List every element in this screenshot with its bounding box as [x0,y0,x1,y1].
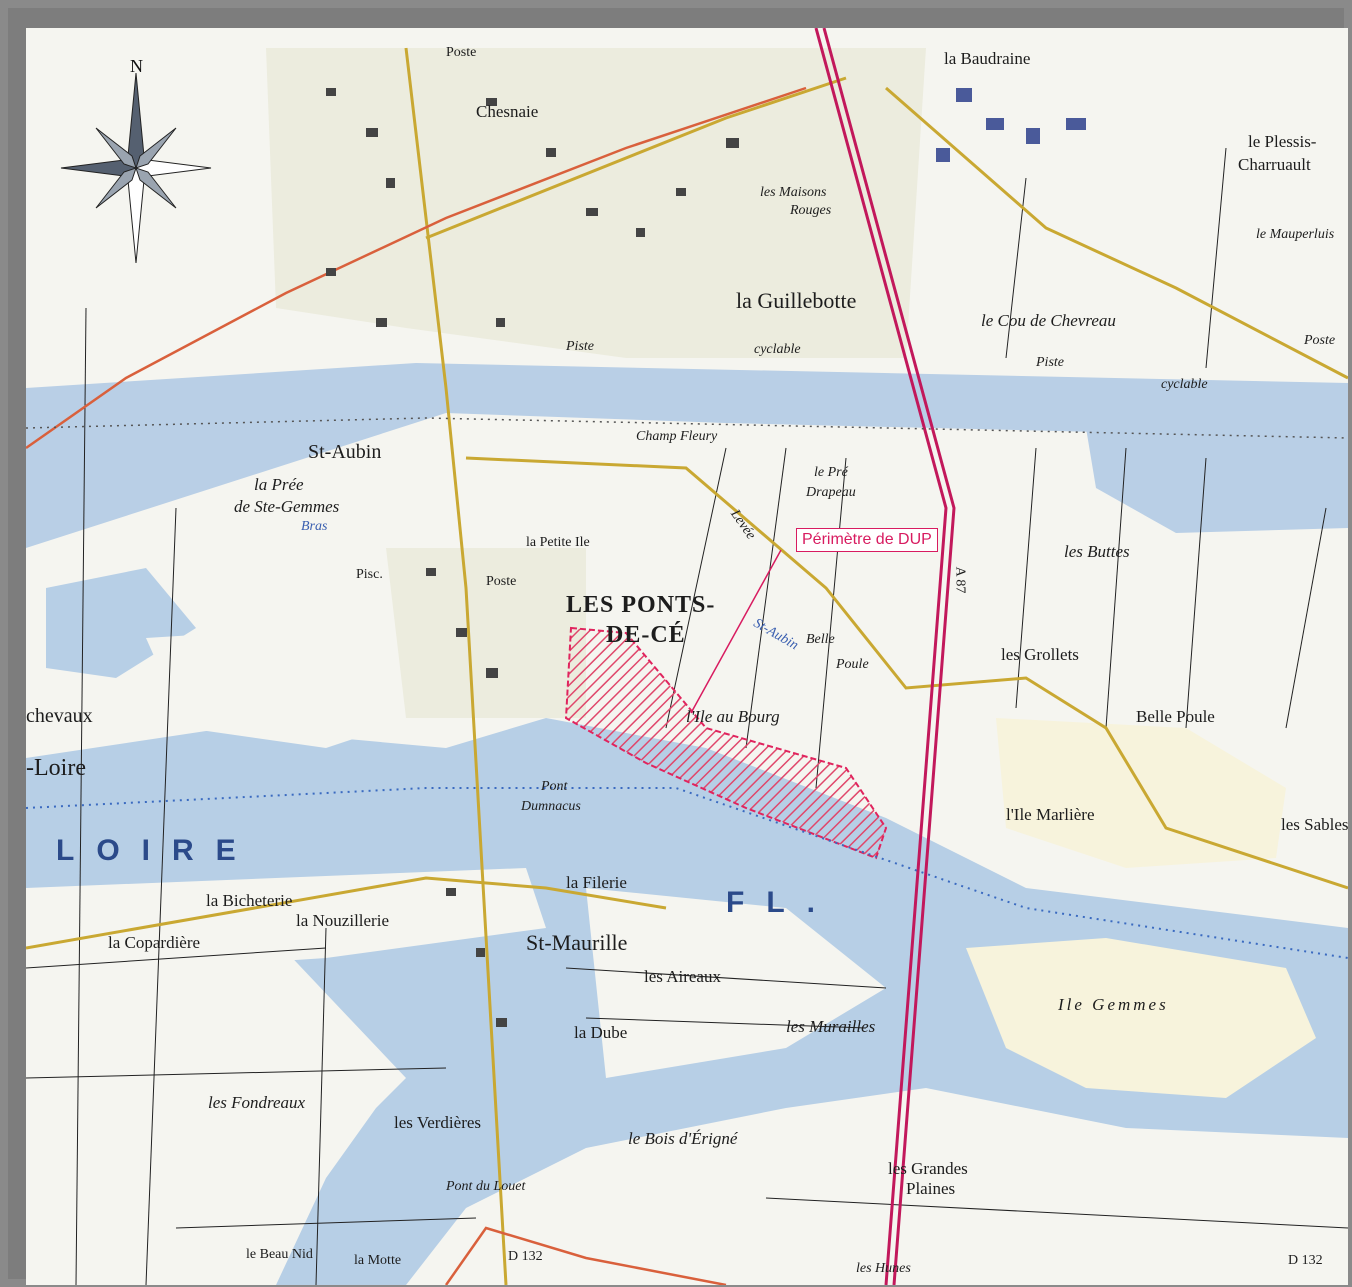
label-fondreaux: les Fondreaux [208,1093,306,1112]
label-ile-marliere: l'Ile Marlière [1006,805,1095,824]
label-loire-w: -Loire [26,755,86,781]
label-petite-ile: la Petite Ile [526,535,590,550]
label-ile-gemmes: Ile Gemmes [1058,995,1169,1014]
label-pree-2: de Ste-Gemmes [234,497,340,516]
label-murailles: les Murailles [786,1017,876,1036]
label-cyclable-2: cyclable [1161,377,1208,392]
label-les-hunes: les Hunes [856,1261,911,1276]
dup-perimeter [564,626,888,860]
label-aireaux: les Aireaux [644,967,721,986]
label-belle-1: Belle [806,632,835,647]
label-fl: FL. [726,886,837,919]
compass-rose-icon [60,72,212,264]
label-maisons: les Maisons [760,185,827,200]
map-base [26,28,1348,1285]
label-rouges: Rouges [790,203,832,218]
label-d132-a: D 132 [508,1249,543,1264]
ile-gemmes [966,938,1316,1098]
urban-area-ponts [386,548,586,718]
label-bicheterie: la Bicheterie [206,891,293,910]
label-dube: la Dube [574,1023,628,1042]
label-grandes-2: Plaines [906,1179,956,1198]
label-grollets: les Grollets [1001,645,1079,664]
label-filerie: la Filerie [566,873,627,892]
label-st-aubin: St-Aubin [308,441,382,463]
a87-motorway [814,28,956,1285]
label-chesnaie: Chesnaie [476,102,539,121]
label-les-sables: les Sables [1281,815,1348,834]
label-cyclable-1: cyclable [754,342,801,357]
label-st-maurille: St-Maurille [526,930,628,955]
label-piste-2: Piste [1036,355,1064,370]
compass-north-label: N [130,56,143,76]
label-baudraine: la Baudraine [944,49,1031,68]
label-loire-river: LOIRE [56,834,258,867]
label-chevaux: chevaux [26,705,93,727]
label-la-motte: la Motte [354,1253,402,1268]
label-pont-1: Pont [541,779,568,794]
label-ponts-1: LES PONTS- [566,592,716,618]
label-d132-b: D 132 [1288,1253,1323,1268]
label-champ-fleury: Champ Fleury [636,429,718,444]
label-grandes-1: les Grandes [888,1159,968,1178]
label-pont-louet: Pont du Louet [446,1179,526,1194]
dup-callout-leader [690,549,782,714]
label-bois-erigne: le Bois d'Érigné [628,1129,738,1148]
label-charruault: Charruault [1238,155,1311,174]
label-ile-bourg: l'Ile au Bourg [686,707,780,726]
label-ponts-2: DE-CÉ [606,622,686,648]
label-piste-1: Piste [566,339,594,354]
label-pre-2: Drapeau [806,485,856,500]
label-pre-1: le Pré [814,465,848,480]
label-guillebotte: la Guillebotte [736,288,857,313]
canal-band [26,363,1348,548]
dup-perimeter-callout[interactable]: Périmètre de DUP [796,528,938,552]
label-pont-2: Dumnacus [521,799,581,814]
label-copardiere: la Copardière [108,933,201,952]
label-les-buttes: les Buttes [1064,542,1130,561]
label-poste-ne: Poste [1304,333,1336,348]
label-beau-nid: le Beau Nid [246,1247,313,1262]
label-belle-poule: Belle Poule [1136,707,1215,726]
label-verdieres: les Verdières [394,1113,482,1132]
label-belle-2: Poule [836,657,869,672]
label-plessis: le Plessis- [1248,132,1317,151]
label-cou-chevreau: le Cou de Chevreau [981,311,1116,330]
label-nouzillerie: la Nouzillerie [296,911,389,930]
label-poste-c: Poste [486,574,517,589]
label-poste: Poste [446,45,477,60]
label-mauperluis: le Mauperluis [1256,227,1335,242]
map-canvas[interactable]: N Poste Chesnaie la Baudraine le Plessis… [26,28,1348,1285]
label-a87: A 87 [952,566,968,594]
label-bras: Bras [301,519,328,534]
urban-area-north [266,48,926,358]
label-pree-1: la Prée [254,475,304,494]
label-piscine: Pisc. [356,567,383,582]
map-frame: N Poste Chesnaie la Baudraine le Plessis… [8,8,1348,1285]
